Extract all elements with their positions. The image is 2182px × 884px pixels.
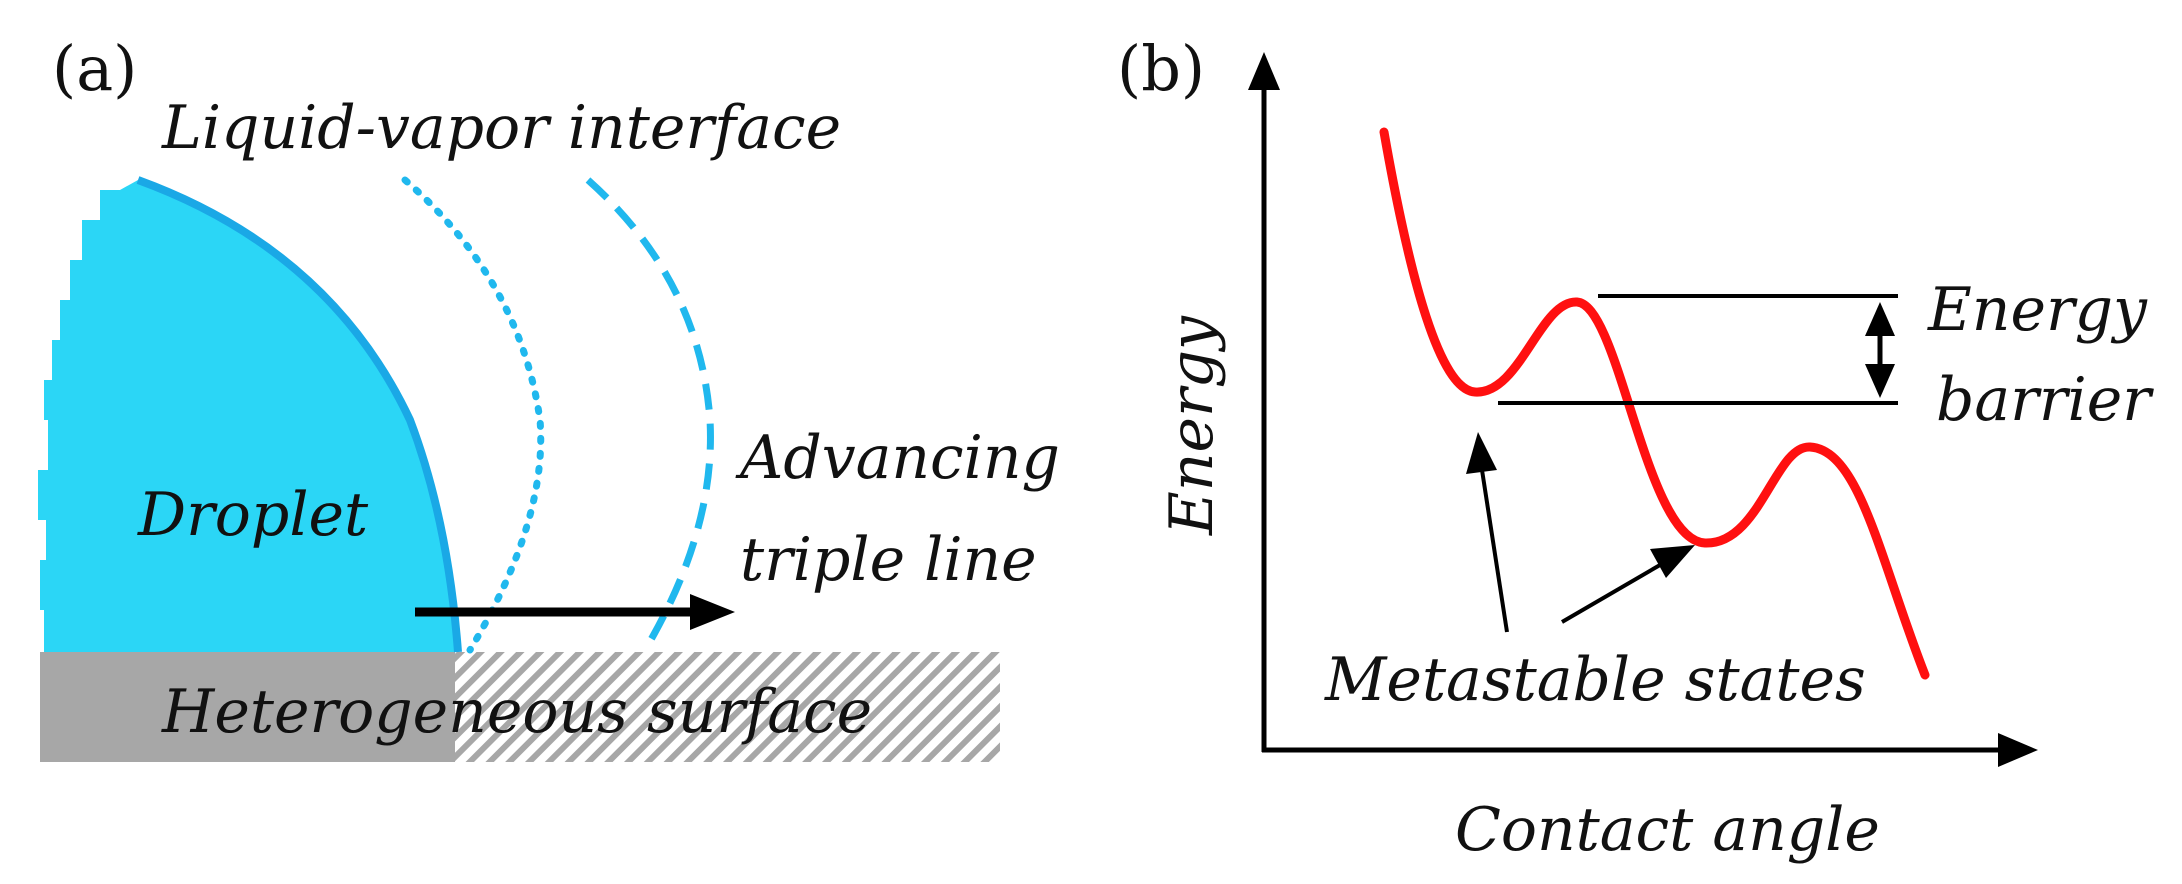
y-axis-arrowhead [1248,52,1280,90]
barrier-arrow-up-head [1865,302,1895,336]
panel-a: (a) Liquid-vapor interface Droplet Advan… [38,32,1060,762]
surface-label: Heterogeneous surface [161,677,872,747]
advancing-arrow-head [690,594,735,630]
state-pointer-1-head [1466,432,1497,474]
hatched-surface [455,652,1000,762]
y-axis-label: Energy [1157,315,1227,536]
state-pointer-1 [1480,469,1509,633]
droplet [38,180,458,652]
panel-b: (b) Energy Contact angle Energy barrier … [1117,32,2154,865]
x-axis-label: Contact angle [1455,795,1880,865]
triple-line-label-1: Advancing [735,423,1060,493]
metastable-states-label: Metastable states [1324,645,1866,715]
dashed-interface [585,177,714,652]
panel-a-tag: (a) [52,32,137,105]
solid-surface [40,652,455,762]
state-pointer-2 [1560,563,1662,624]
panel-b-tag: (b) [1117,32,1205,105]
triple-line-label-2: triple line [740,525,1037,595]
barrier-label-1: Energy [1927,275,2148,345]
interface-label: Liquid-vapor interface [161,93,841,163]
barrier-label-2: barrier [1936,365,2154,435]
dotted-interface [401,176,545,654]
x-axis-arrowhead [1998,733,2038,767]
state-pointer-2-head [1650,545,1695,578]
droplet-interface [136,176,462,653]
energy-curve [1379,127,1930,680]
barrier-arrow-down-head [1865,364,1895,398]
droplet-label: Droplet [137,480,369,550]
